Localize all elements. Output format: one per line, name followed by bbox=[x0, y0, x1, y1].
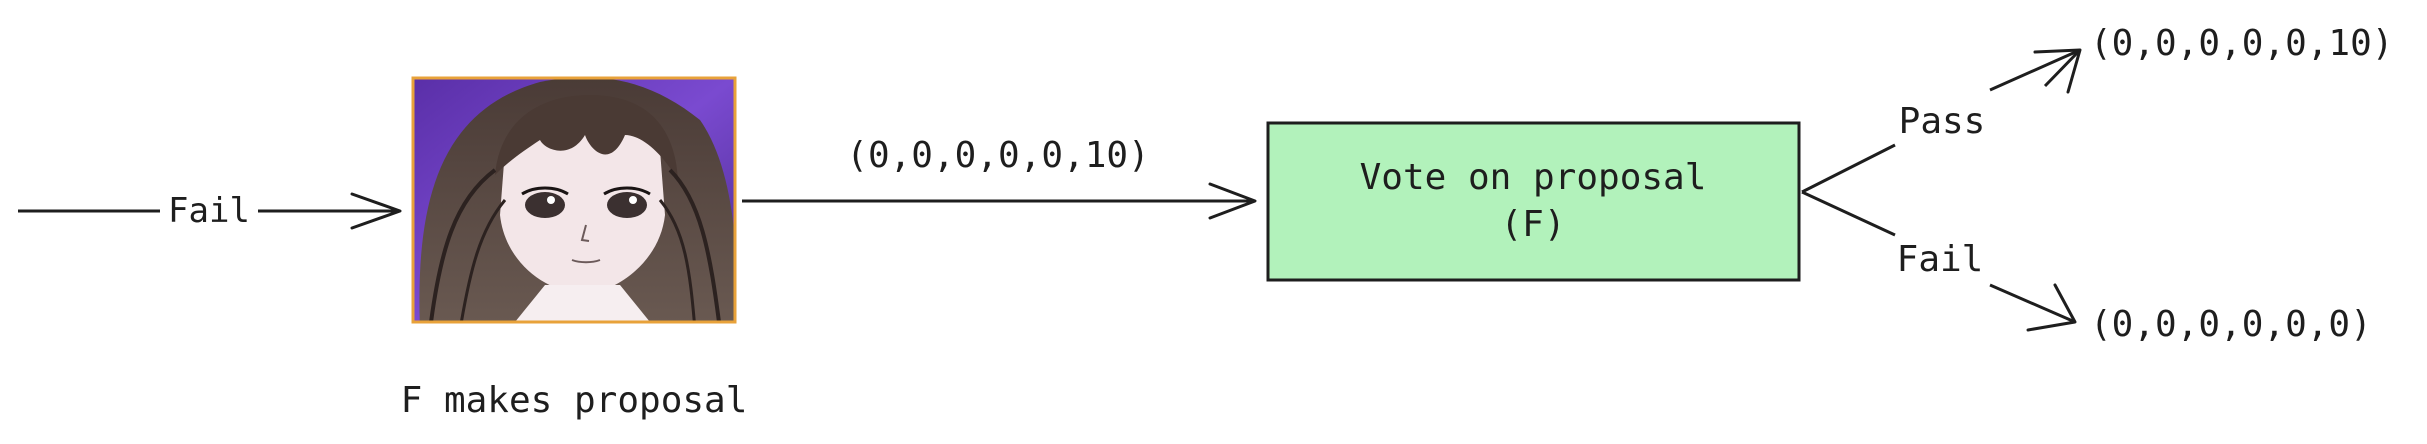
vote-box-line2: (F) bbox=[1500, 204, 1565, 245]
fail-branch bbox=[1801, 190, 2077, 332]
incoming-fail-label: Fail bbox=[168, 191, 250, 231]
proposer-portrait bbox=[413, 78, 735, 322]
incoming-fail-edge bbox=[18, 192, 402, 230]
pass-branch bbox=[1801, 48, 2082, 194]
pass-label: Pass bbox=[1899, 101, 1986, 142]
offer-arrow bbox=[742, 182, 1257, 220]
offer-label: (0,0,0,0,0,10) bbox=[846, 135, 1149, 176]
vote-box-line1: Vote on proposal bbox=[1360, 157, 1707, 198]
fail-outcome: (0,0,0,0,0,0) bbox=[2090, 304, 2372, 345]
pass-outcome: (0,0,0,0,0,10) bbox=[2090, 23, 2393, 64]
proposer-caption: F makes proposal bbox=[401, 380, 748, 421]
portrait-frame bbox=[411, 76, 737, 324]
vote-box bbox=[1266, 121, 1801, 282]
fail-label: Fail bbox=[1897, 239, 1984, 280]
